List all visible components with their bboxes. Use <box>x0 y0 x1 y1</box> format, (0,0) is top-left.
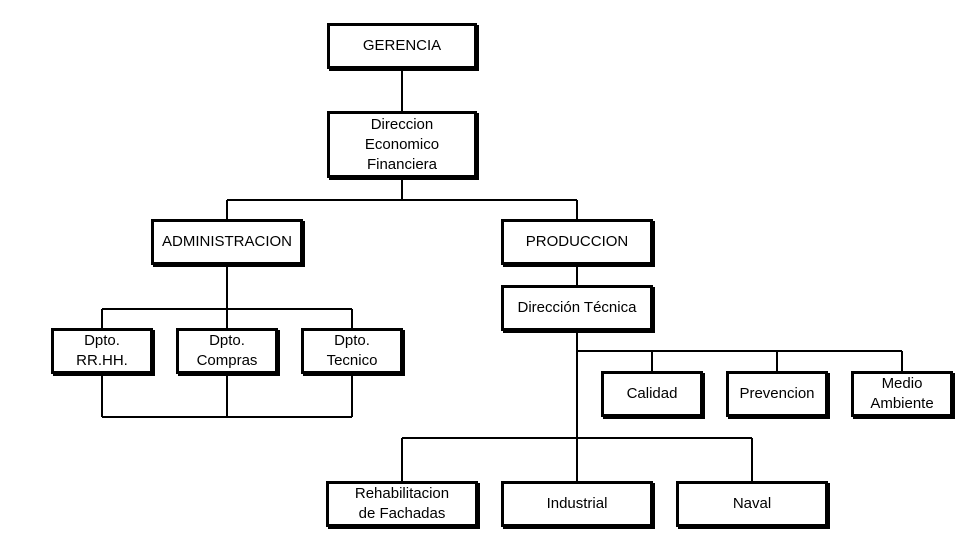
node-produccion: PRODUCCION <box>501 219 653 265</box>
node-industrial: Industrial <box>501 481 653 527</box>
node-gerencia: GERENCIA <box>327 23 477 69</box>
node-prevencion: Prevencion <box>726 371 828 417</box>
node-medio-ambiente: Medio Ambiente <box>851 371 953 417</box>
node-naval: Naval <box>676 481 828 527</box>
node-dpto-tecnico: Dpto. Tecnico <box>301 328 403 374</box>
node-dpto-compras: Dpto. Compras <box>176 328 278 374</box>
node-rehabilitacion-fachadas: Rehabilitacion de Fachadas <box>326 481 478 527</box>
node-direccion-tecnica: Dirección Técnica <box>501 285 653 331</box>
node-dpto-rrhh: Dpto. RR.HH. <box>51 328 153 374</box>
node-direccion-economico-financiera: Direccion Economico Financiera <box>327 111 477 178</box>
node-administracion: ADMINISTRACION <box>151 219 303 265</box>
node-calidad: Calidad <box>601 371 703 417</box>
